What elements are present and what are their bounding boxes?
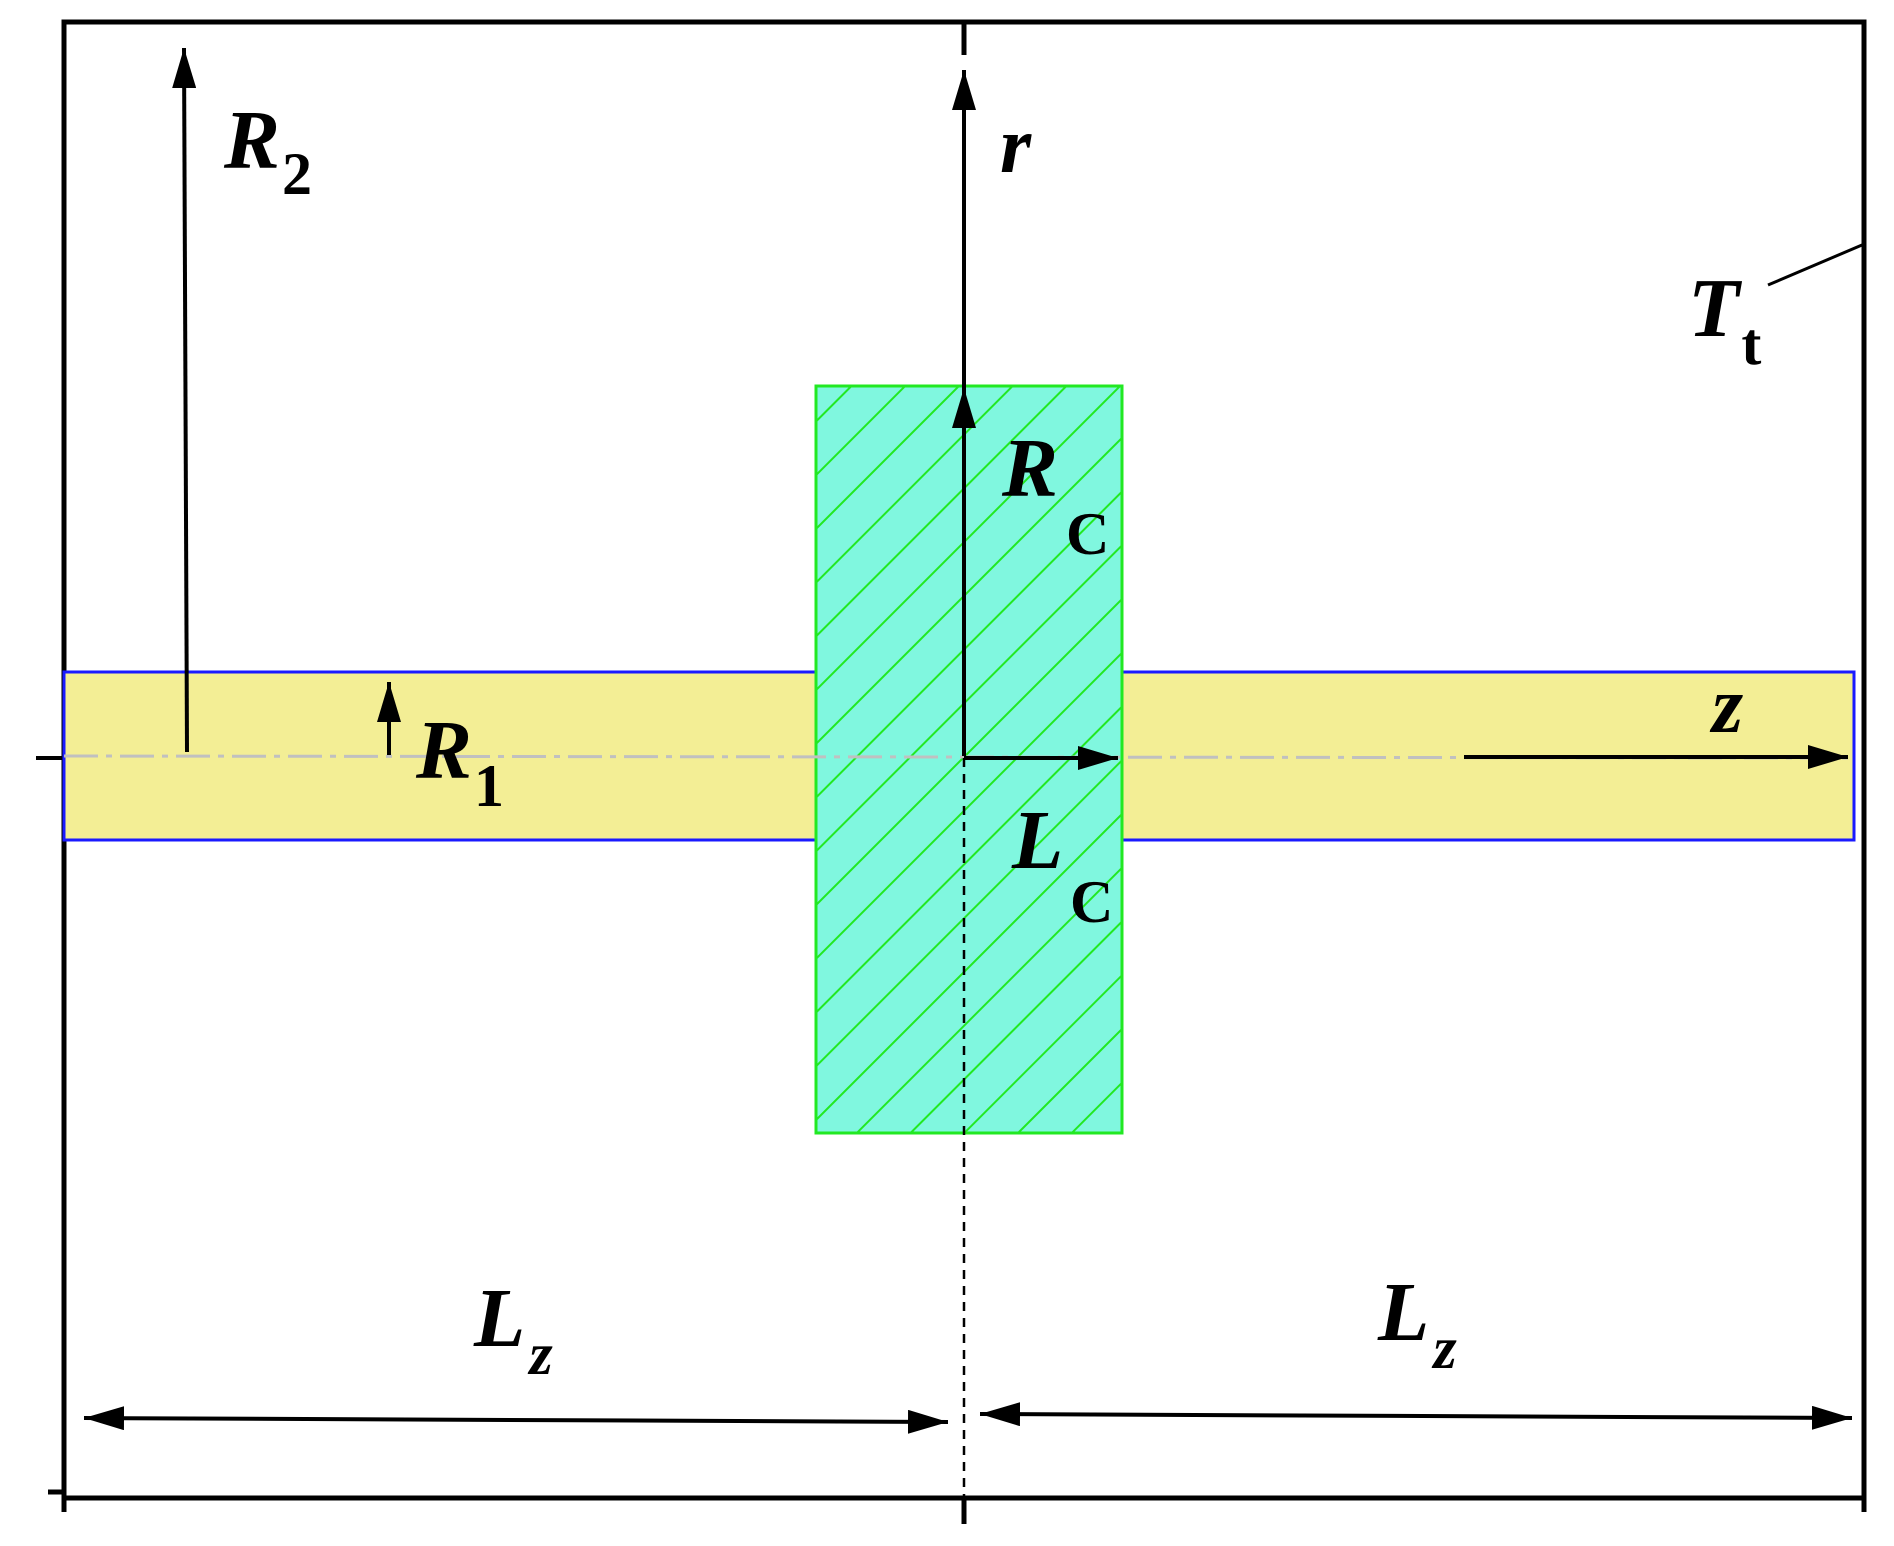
label-rc-main: R [1001,422,1058,515]
horizontal-centerline [63,754,1855,760]
label-tt: Tt [1688,262,1761,377]
r2-arrow [172,47,197,753]
label-r2: R2 [223,94,312,207]
lz-right-dimension [979,1402,1853,1430]
tt-leader-line [1767,243,1863,287]
label-r: r [1000,102,1032,190]
label-rc-sub: C [1066,501,1109,567]
label-lz-left: Lz [473,1272,553,1387]
label-lc-sub: C [1070,869,1113,935]
lz-left-dimension [83,1406,949,1434]
label-z: z [1709,662,1743,750]
label-lz-right: Lz [1377,1266,1457,1381]
label-r1: R1 [415,704,504,819]
label-lc-main: L [1011,794,1063,887]
